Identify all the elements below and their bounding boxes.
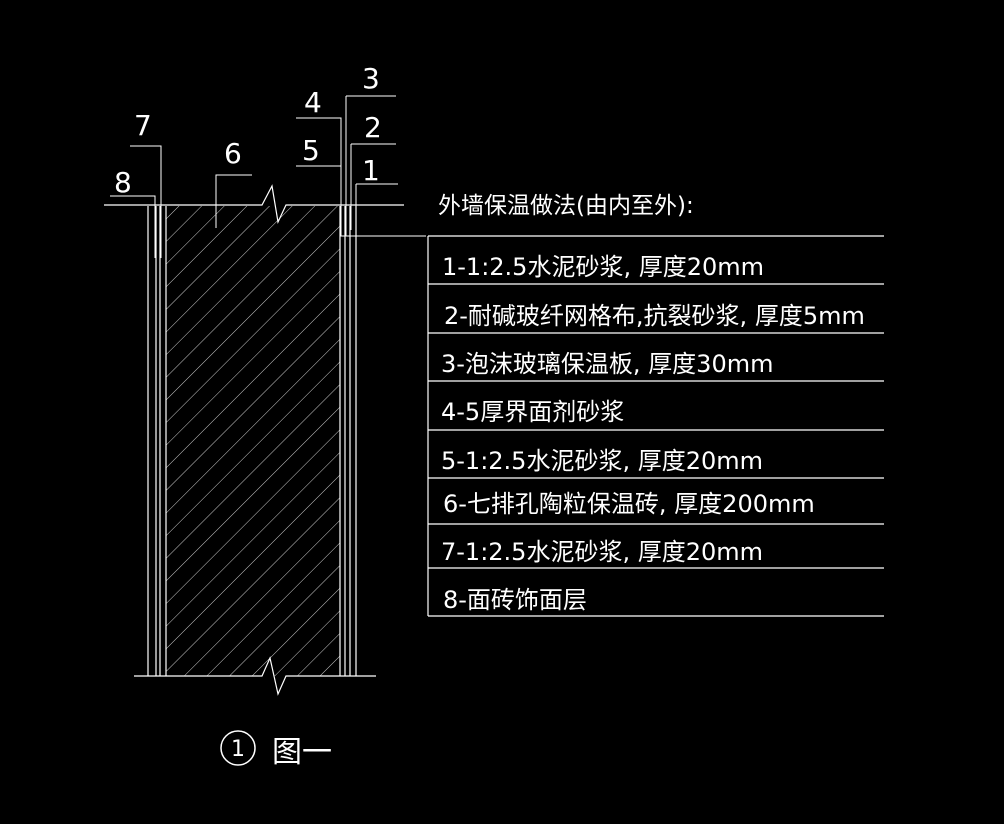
callout-1: 1: [362, 154, 380, 187]
callout-5: 5: [302, 134, 320, 167]
legend-row-4: 4-5厚界面剂砂浆: [441, 398, 624, 426]
figure-caption: 1 图一: [220, 730, 332, 770]
legend-row-1: 1-1:2.5水泥砂浆, 厚度20mm: [442, 253, 764, 281]
callout-3: 3: [362, 62, 380, 95]
caption-text: 图一: [272, 735, 332, 770]
callout-6: 6: [224, 137, 242, 170]
brick-core-hatch: [166, 206, 340, 676]
layer-legend: 外墙保温做法(由内至外): 1-1:2.5水泥砂浆, 厚度20mm 2-耐碱玻纤…: [427, 193, 884, 617]
callout-7: 7: [134, 109, 152, 142]
legend-row-6: 6-七排孔陶粒保温砖, 厚度200mm: [443, 490, 815, 518]
legend-row-7: 7-1:2.5水泥砂浆, 厚度20mm: [441, 538, 763, 566]
bottom-break-line: [134, 656, 376, 696]
caption-circle: [220, 730, 256, 766]
callout-numbers: 8 7 6 5 4 3 2 1: [114, 62, 382, 199]
wall-section: [104, 184, 404, 696]
legend-row-8: 8-面砖饰面层: [443, 586, 587, 614]
legend-row-3: 3-泡沫玻璃保温板, 厚度30mm: [441, 350, 773, 378]
callout-leaders: [110, 95, 426, 268]
legend-heading: 外墙保温做法(由内至外):: [438, 193, 694, 219]
callout-4: 4: [304, 86, 322, 119]
top-break-line: [104, 184, 404, 224]
callout-8: 8: [114, 166, 132, 199]
legend-row-5: 5-1:2.5水泥砂浆, 厚度20mm: [441, 447, 763, 475]
legend-row-2: 2-耐碱玻纤网格布,抗裂砂浆, 厚度5mm: [444, 302, 865, 330]
callout-2: 2: [364, 111, 382, 144]
caption-number: 1: [231, 737, 245, 762]
